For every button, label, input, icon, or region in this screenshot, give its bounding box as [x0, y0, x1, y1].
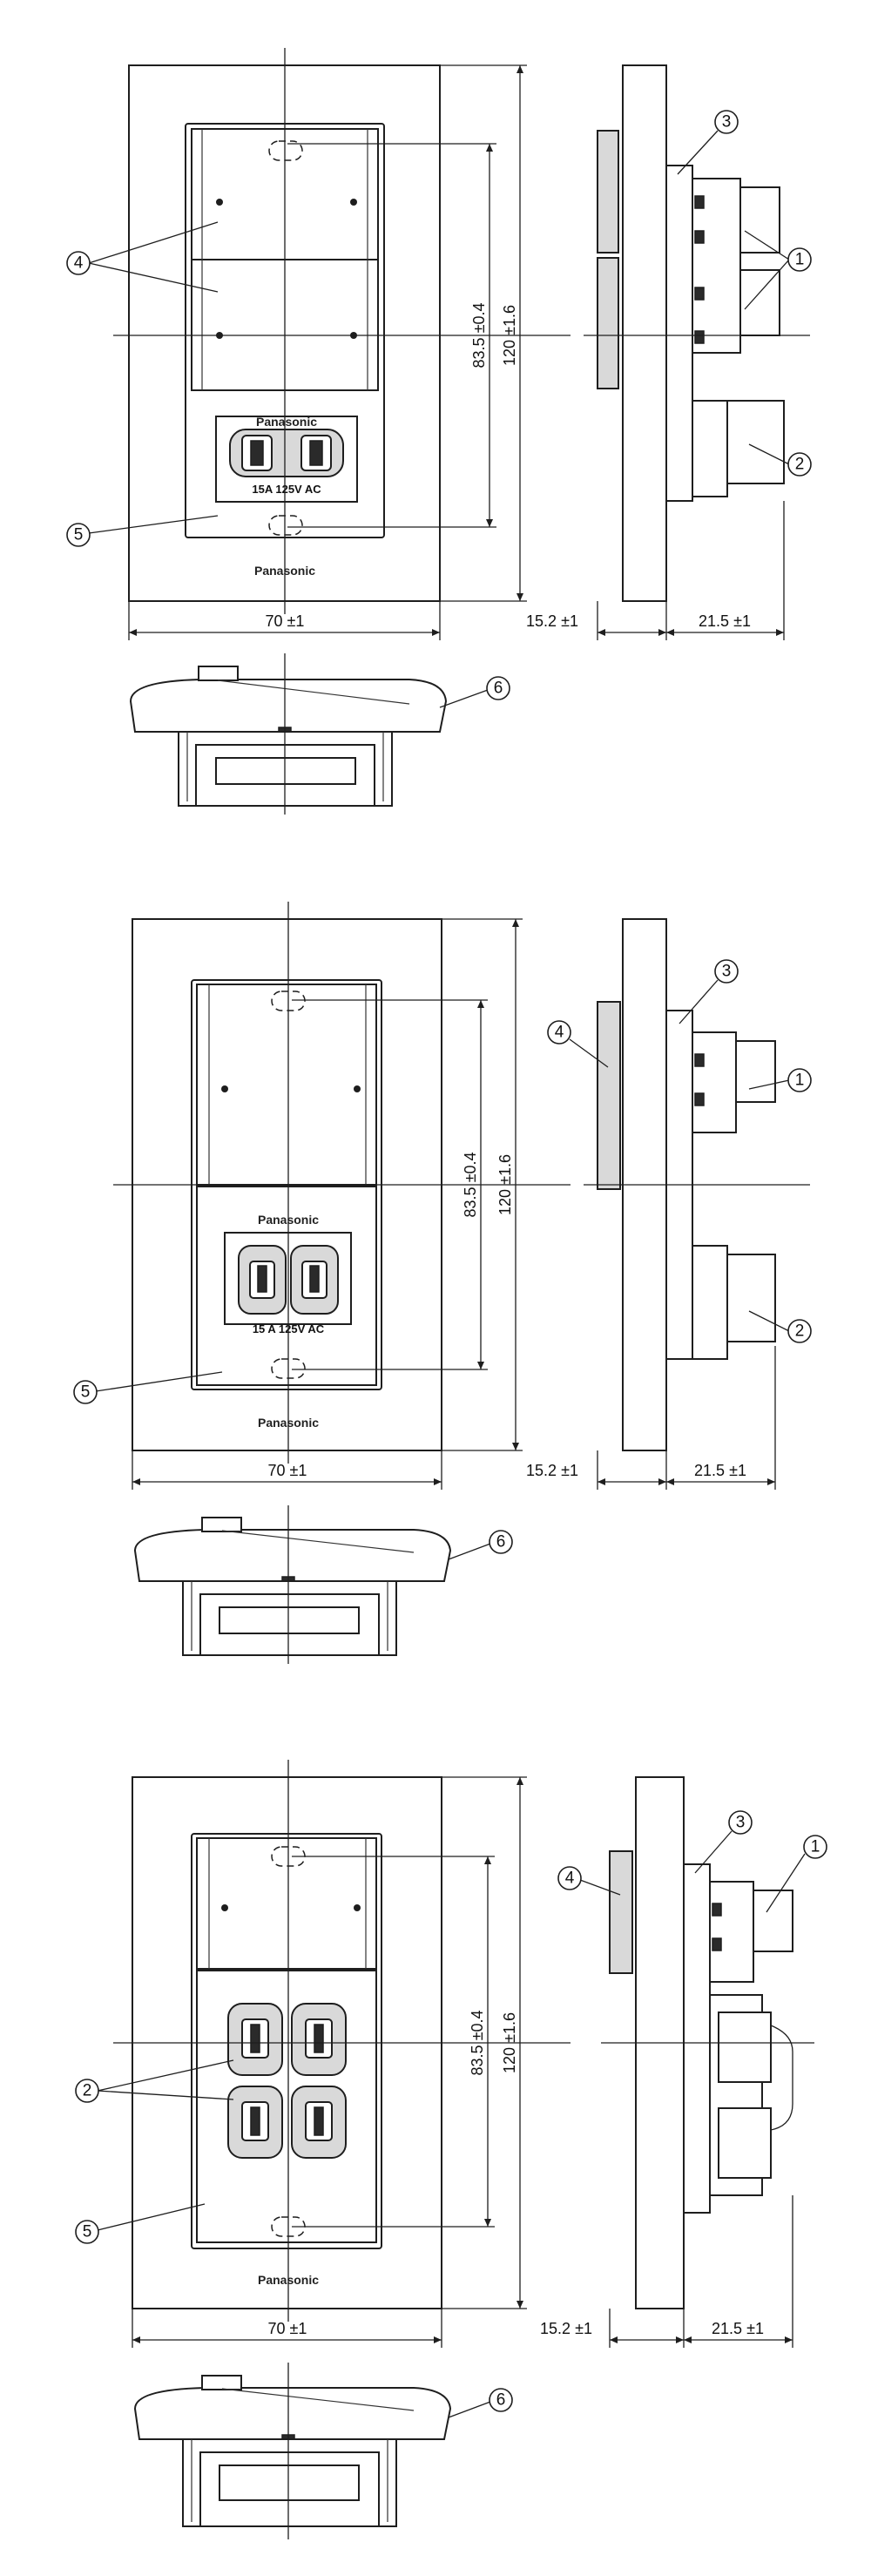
drawing-group-3: Panasonic 83.5 ±0.4 120 ±1.6 70 ±1 — [75, 1760, 827, 2539]
bottom-view-3 — [133, 2363, 452, 2539]
front-view-2: Panasonic 15 A 125V AC Panasonic — [113, 902, 571, 1464]
drawing-group-1: Panasonic 15A 125V AC Panasonic 83.5 ±0.… — [66, 48, 812, 815]
callout-5: 5 — [75, 2220, 99, 2244]
callout-4: 4 — [547, 1020, 571, 1045]
outer-height-label-3: 120 ±1.6 — [501, 2012, 518, 2073]
outer-height-label-1: 120 ±1.6 — [501, 305, 518, 366]
callout-1: 1 — [787, 1068, 812, 1092]
plate-depth-label-2: 15.2 ±1 — [526, 1462, 578, 1479]
callout-5: 5 — [66, 523, 91, 547]
dimensions-3: 83.5 ±0.4 120 ±1.6 70 ±1 — [132, 1776, 527, 2348]
callout-1: 1 — [803, 1835, 827, 1859]
callout-5: 5 — [73, 1380, 98, 1404]
svg-text:3: 3 — [736, 1814, 746, 1832]
body-depth-label-3: 21.5 ±1 — [712, 2320, 764, 2337]
callout-2: 2 — [787, 1319, 812, 1343]
svg-text:6: 6 — [496, 2391, 506, 2410]
svg-text:1: 1 — [795, 251, 805, 269]
svg-text:3: 3 — [722, 963, 732, 981]
outlet-brand-1: Panasonic — [256, 415, 317, 429]
callout-2: 2 — [787, 452, 812, 477]
callout-4: 4 — [66, 251, 91, 275]
inner-height-label-2: 83.5 ±0.4 — [462, 1153, 479, 1218]
plate-depth-label-3: 15.2 ±1 — [540, 2320, 592, 2337]
drawing-group-2: Panasonic 15 A 125V AC Panasonic 83.5 ±0… — [73, 902, 812, 1664]
callout-2: 2 — [75, 2079, 99, 2103]
outer-height-label-2: 120 ±1.6 — [496, 1154, 514, 1215]
svg-text:4: 4 — [565, 1869, 575, 1888]
callout-6: 6 — [489, 1530, 513, 1554]
width-label-3: 70 ±1 — [268, 2320, 307, 2337]
callout-6: 6 — [489, 2388, 513, 2412]
callout-6: 6 — [486, 676, 510, 700]
svg-text:6: 6 — [496, 1533, 506, 1552]
dimensions-2: 83.5 ±0.4 120 ±1.6 70 ±1 — [132, 918, 523, 1490]
callout-3: 3 — [714, 110, 739, 134]
svg-text:2: 2 — [795, 1322, 805, 1341]
side-view-1: 15.2 ±1 21.5 ±1 — [526, 64, 810, 640]
svg-text:5: 5 — [81, 1383, 91, 1402]
svg-text:4: 4 — [74, 254, 84, 273]
svg-text:2: 2 — [795, 456, 805, 474]
svg-text:3: 3 — [722, 113, 732, 132]
svg-text:6: 6 — [494, 679, 503, 698]
bottom-view-2 — [133, 1505, 452, 1664]
rating-text-1: 15A 125V AC — [252, 483, 321, 496]
svg-text:4: 4 — [555, 1024, 564, 1042]
svg-text:1: 1 — [795, 1072, 805, 1090]
dimensions-1: 83.5 ±0.4 120 ±1.6 70 ±1 — [128, 64, 527, 640]
callouts-3: 4 3 1 2 5 6 — [75, 1810, 827, 2418]
svg-text:5: 5 — [74, 526, 84, 544]
bottom-view-1 — [129, 653, 448, 815]
width-label-1: 70 ±1 — [266, 612, 305, 630]
body-depth-label-2: 21.5 ±1 — [694, 1462, 746, 1479]
body-depth-label-1: 21.5 ±1 — [699, 612, 751, 630]
inner-height-label-3: 83.5 ±0.4 — [469, 2011, 486, 2076]
callouts-1: 4 5 3 1 2 6 — [66, 110, 812, 708]
plate-depth-label-1: 15.2 ±1 — [526, 612, 578, 630]
callout-4: 4 — [557, 1866, 582, 1890]
svg-text:1: 1 — [811, 1838, 820, 1856]
callout-3: 3 — [714, 959, 739, 984]
side-view-2: 15.2 ±1 21.5 ±1 — [526, 918, 810, 1490]
inner-height-label-1: 83.5 ±0.4 — [470, 303, 488, 368]
side-view-3: 15.2 ±1 21.5 ±1 — [540, 1776, 814, 2348]
callout-3: 3 — [728, 1810, 753, 1835]
front-view-1: Panasonic 15A 125V AC Panasonic — [113, 48, 571, 614]
callout-1: 1 — [787, 247, 812, 272]
callouts-2: 4 3 1 2 5 6 — [73, 959, 812, 1560]
front-view-3: Panasonic — [113, 1760, 571, 2322]
svg-text:2: 2 — [83, 2082, 92, 2100]
svg-text:5: 5 — [83, 2223, 92, 2241]
width-label-2: 70 ±1 — [268, 1462, 307, 1479]
